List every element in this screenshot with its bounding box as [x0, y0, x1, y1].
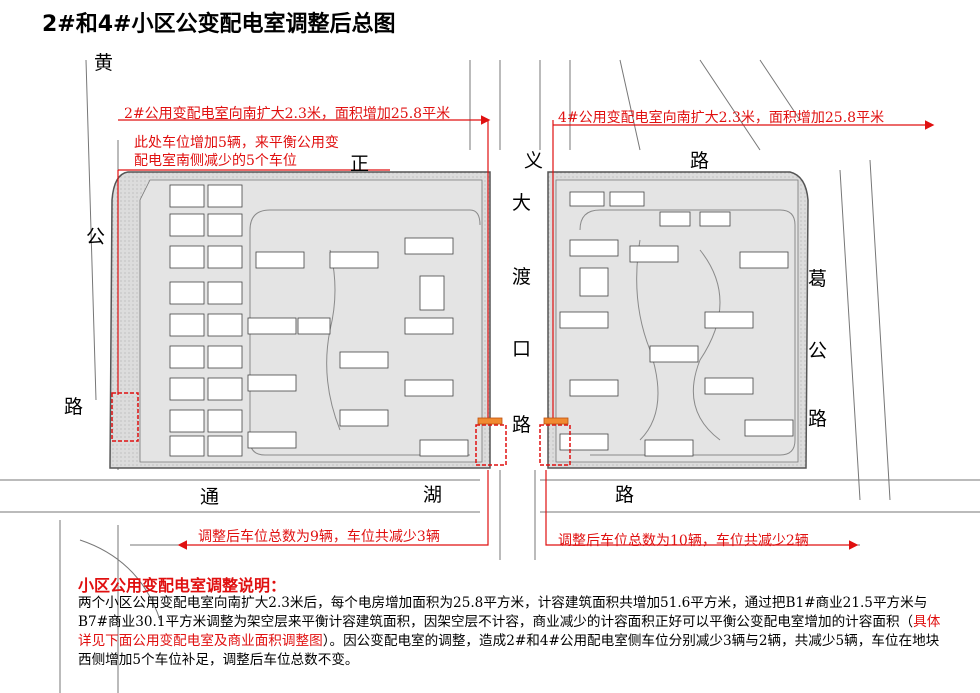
road-label-east-1: 葛 — [808, 268, 828, 290]
annotation-left-bottom: 调整后车位总数为9辆，车位共减少3辆 — [198, 529, 440, 545]
description-text-2: ）。因公变配电室的调整，造成2#和4#公用配电室侧车位分别减少3辆与2辆，共减少… — [78, 633, 940, 668]
left-townhouse-grid — [169, 184, 243, 457]
road-label-east-2: 公 — [808, 340, 828, 362]
road-label-south-2: 湖 — [423, 484, 443, 506]
road-label-west-1: 公 — [86, 226, 106, 248]
annotation-left-mid-1: 此处车位增加5辆，来平衡公用变 — [134, 135, 339, 151]
description-body: 两个小区公用变配电室向南扩大2.3米后，每个电房增加面积为25.8平方米，计容建… — [78, 594, 948, 670]
annotation-left-top: 2#公用变配电室向南扩大2.3米，面积增加25.8平米 — [124, 106, 451, 122]
description-heading: 小区公用变配电室调整说明： — [78, 576, 287, 595]
road-label-south-3: 路 — [615, 484, 635, 506]
annotation-right-top: 4#公用变配电室向南扩大2.3米，面积增加25.8平米 — [558, 110, 885, 126]
right-apartment-blocks — [559, 191, 794, 457]
road-label-center-1: 大 — [512, 192, 532, 214]
annotation-left-mid-2: 配电室南侧减少的5个车位 — [134, 153, 297, 169]
road-label-corner: 黄 — [94, 52, 114, 74]
page-title: 2#和4#小区公变配电室调整后总图 — [42, 12, 396, 37]
annotation-lines — [117, 115, 935, 550]
road-label-center-3: 口 — [512, 338, 532, 360]
road-label-west-2: 路 — [64, 396, 84, 418]
highlight-boxes — [111, 392, 571, 466]
description-highlight: 具体详见下面公用变配电室及商业面积调整图 — [78, 614, 941, 649]
description-text-1: 两个小区公用变配电室向南扩大2.3米后，每个电房增加面积为25.8平方米，计容建… — [78, 595, 928, 630]
road-label-south-1: 通 — [200, 486, 220, 508]
left-apartment-blocks — [247, 237, 469, 457]
road-label-east-3: 路 — [808, 408, 828, 430]
road-label-north-2: 义 — [524, 150, 544, 172]
road-label-center-4: 路 — [512, 414, 532, 436]
road-label-center-2: 渡 — [512, 266, 532, 288]
substation-blocks — [477, 417, 569, 425]
road-label-north-1: 正 — [350, 153, 370, 175]
road-label-north-3: 路 — [690, 150, 710, 172]
annotation-right-bottom: 调整后车位总数为10辆，车位共减少2辆 — [558, 533, 809, 549]
